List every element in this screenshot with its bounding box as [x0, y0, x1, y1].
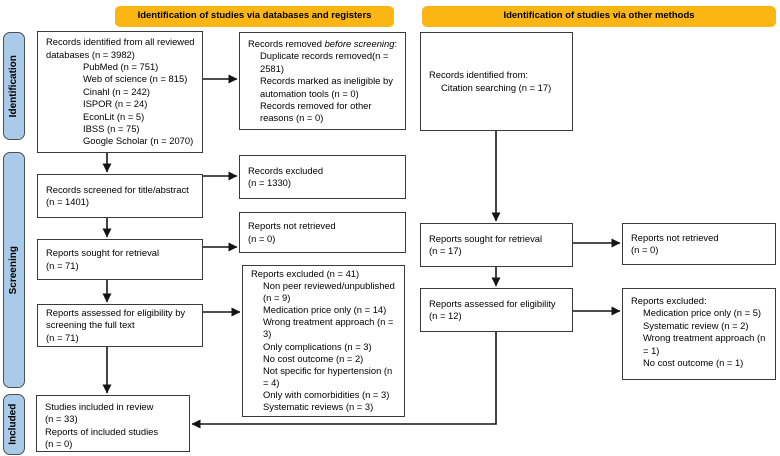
source-econlit: EconLit (n = 5)	[83, 110, 145, 122]
reports-not-retrieved-other-text: Reports not retrieved (n = 0)	[631, 231, 719, 255]
reports-excluded-other-item: Medication price only (n = 5)	[643, 307, 762, 319]
records-identified-other-heading: Records identified from:	[429, 69, 529, 81]
reports-excluded-db-item: Only complications (n = 3)	[263, 340, 372, 352]
source-ispor: ISPOR (n = 24)	[83, 98, 148, 110]
reports-excluded-db-item: Wrong treatment approach (n = 3)	[263, 316, 394, 340]
box-studies-included: Studies included in review (n = 33) Repo…	[36, 395, 190, 452]
reports-sought-other-text: Reports sought for retrieval (n = 17)	[429, 232, 543, 256]
box-reports-excluded-other: Reports excluded: Medication price only …	[622, 288, 776, 380]
box-reports-sought-other: Reports sought for retrieval (n = 17)	[420, 223, 573, 267]
banner-databases-registers: Identification of studies via databases …	[115, 6, 394, 27]
box-reports-assessed-db: Reports assessed for eligibility by scre…	[37, 304, 203, 347]
records-removed-italic: before screening	[324, 38, 395, 49]
stage-screening: Screening	[3, 152, 25, 388]
reports-assessed-other-text: Reports assessed for eligibility (n = 12…	[429, 297, 556, 321]
reports-excluded-db-item: Systematic reviews (n = 3)	[263, 401, 374, 413]
source-web-of-science: Web of science (n = 815)	[83, 73, 188, 85]
reports-not-retrieved-db-text: Reports not retrieved (n = 0)	[248, 220, 336, 244]
source-cinahl: Cinahl (n = 242)	[83, 85, 150, 97]
reports-excluded-db-item: Not specific for hypertension (n = 4)	[263, 364, 393, 388]
records-removed-heading: Records removed before screening:	[248, 38, 400, 50]
records-removed-item: Records marked as ineligible by automati…	[260, 75, 393, 99]
box-reports-assessed-other: Reports assessed for eligibility (n = 12…	[420, 288, 573, 332]
source-pubmed: PubMed (n = 751)	[83, 60, 159, 72]
box-records-identified-other: Records identified from: Citation search…	[420, 32, 573, 131]
banner-databases-registers-label: Identification of studies via databases …	[137, 10, 372, 22]
box-reports-sought-db: Reports sought for retrieval (n = 71)	[37, 239, 203, 280]
box-records-identified: Records identified from all reviewed dat…	[37, 31, 203, 153]
reports-excluded-db-item: Non peer reviewed/unpublished (n = 9)	[263, 280, 395, 304]
reports-sought-db-text: Reports sought for retrieval (n = 71)	[46, 247, 160, 271]
records-excluded-text: Records excluded (n = 1330)	[248, 164, 324, 188]
box-reports-not-retrieved-db: Reports not retrieved (n = 0)	[239, 212, 406, 253]
reports-excluded-other-heading: Reports excluded:	[631, 295, 707, 306]
reports-excluded-db-item: Medication price only (n = 14)	[263, 304, 387, 316]
stage-included-label: Included	[7, 403, 19, 446]
reports-excluded-other-item: No cost outcome (n = 1)	[643, 357, 744, 369]
reports-excluded-other-item: Systematic review (n = 2)	[643, 319, 749, 331]
records-screened-text: Records screened for title/abstract (n =…	[46, 183, 189, 207]
reports-excluded-db-item: Only with comorbidities (n = 3)	[263, 388, 390, 400]
studies-included-text: Studies included in review (n = 33) Repo…	[45, 401, 159, 450]
box-reports-not-retrieved-other: Reports not retrieved (n = 0)	[622, 223, 776, 265]
records-removed-suffix: :	[394, 38, 398, 49]
stage-identification-label: Identification	[7, 54, 19, 118]
records-identified-other-item: Citation searching (n = 17)	[441, 81, 552, 93]
records-removed-item: Duplicate records removed(n = 2581)	[260, 50, 389, 74]
records-identified-text: Records identified from all reviewed dat…	[46, 36, 195, 60]
reports-excluded-db-heading: Reports excluded (n = 41)	[251, 268, 360, 279]
source-ibss: IBSS (n = 75)	[83, 123, 140, 135]
stage-screening-label: Screening	[7, 245, 19, 295]
reports-excluded-other-item: Wrong treatment approach (n = 1)	[643, 332, 766, 356]
box-records-removed: Records removed before screening: Duplic…	[239, 32, 406, 130]
source-google-scholar: Google Scholar (n = 2070)	[83, 135, 194, 147]
box-records-screened: Records screened for title/abstract (n =…	[37, 174, 203, 218]
reports-assessed-db-text: Reports assessed for eligibility by scre…	[46, 306, 186, 343]
records-removed-item: Records removed for other reasons (n = 0…	[260, 100, 372, 124]
records-removed-prefix: Records removed	[248, 38, 325, 49]
box-reports-excluded-db: Reports excluded (n = 41) Non peer revie…	[242, 265, 405, 417]
arrow-assessed-other-to-included	[191, 332, 497, 429]
reports-excluded-db-item: No cost outcome (n = 2)	[263, 352, 364, 364]
stage-included: Included	[3, 394, 25, 455]
banner-other-methods-label: Identification of studies via other meth…	[503, 10, 695, 22]
box-records-excluded: Records excluded (n = 1330)	[239, 155, 406, 199]
stage-identification: Identification	[3, 32, 25, 140]
banner-other-methods: Identification of studies via other meth…	[422, 6, 776, 27]
